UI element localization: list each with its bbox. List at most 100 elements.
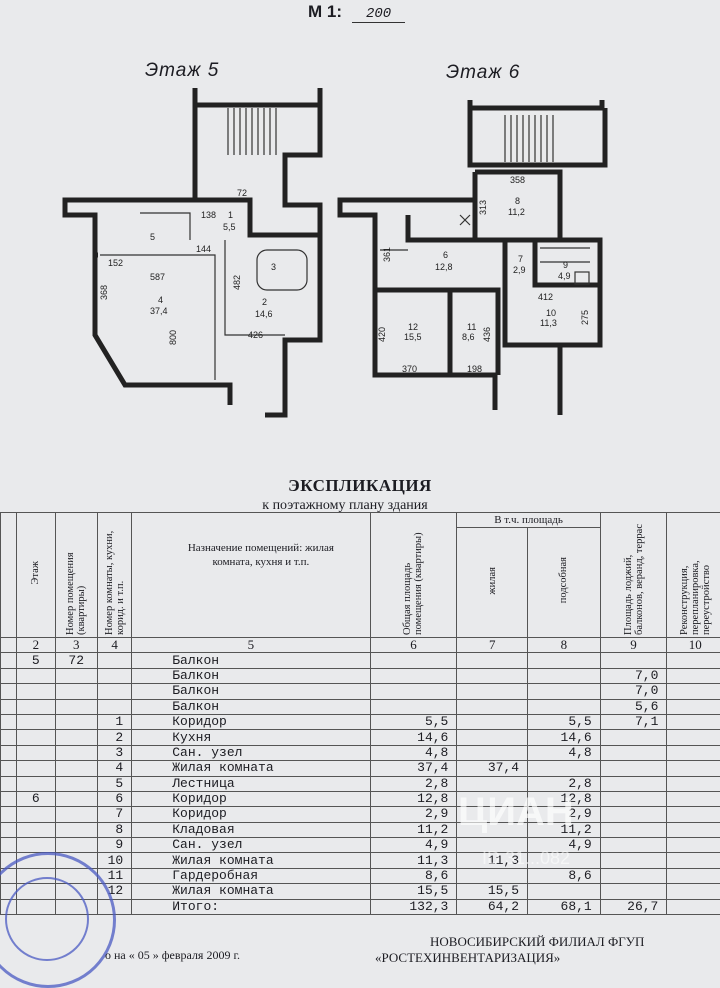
row-margin-cell xyxy=(1,822,17,837)
document-page: М 1:200 Этаж 5 Этаж 6 xyxy=(0,0,720,960)
cell-floor xyxy=(17,684,55,699)
plan-label: 7 xyxy=(518,254,523,264)
cell-total: 14,6 xyxy=(370,730,457,745)
cell-floor xyxy=(17,730,55,745)
cell-floor xyxy=(17,668,55,683)
cell-living xyxy=(457,714,528,729)
cell-room: 7 xyxy=(97,807,131,822)
col-number: 3 xyxy=(55,638,97,653)
cell-room xyxy=(97,684,131,699)
plan-label: 144 xyxy=(196,244,211,254)
cell-recon xyxy=(667,668,720,683)
cell-living: 64,2 xyxy=(457,899,528,914)
cell-loggia: 7,1 xyxy=(600,714,667,729)
plan-label: 587 xyxy=(150,272,165,282)
cell-total: 37,4 xyxy=(370,761,457,776)
cell-recon xyxy=(667,761,720,776)
cell-living xyxy=(457,668,528,683)
cell-loggia xyxy=(600,791,667,806)
col-header-purpose: Назначение помещений: жилая комната, кух… xyxy=(132,513,370,638)
cell-recon xyxy=(667,822,720,837)
cell-floor xyxy=(17,807,55,822)
explication-table: Этаж Номер помещения (квартиры) Номер ко… xyxy=(0,512,720,915)
cell-living xyxy=(457,745,528,760)
cell-room: 3 xyxy=(97,745,131,760)
plan-label: 11 xyxy=(467,322,476,332)
cell-living xyxy=(457,868,528,883)
col-number: 5 xyxy=(132,638,370,653)
cell-living: 37,4 xyxy=(457,761,528,776)
cell-total: 132,3 xyxy=(370,899,457,914)
cell-name: Балкон xyxy=(132,653,370,668)
plan-label: 6 xyxy=(443,250,448,260)
row-margin-cell xyxy=(1,791,17,806)
col-number: 2 xyxy=(17,638,55,653)
cell-aux: 4,8 xyxy=(528,745,601,760)
cell-aux xyxy=(528,699,601,714)
cell-total: 11,3 xyxy=(370,853,457,868)
plan-label: 15,5 xyxy=(404,332,422,342)
cell-apt xyxy=(55,668,97,683)
cell-room: 5 xyxy=(97,776,131,791)
cell-room: 4 xyxy=(97,761,131,776)
col-header-total: Общая площадь помещения (квартиры) xyxy=(370,513,457,638)
cell-loggia: 26,7 xyxy=(600,899,667,914)
plan-label: 1 xyxy=(228,210,233,220)
cell-loggia xyxy=(600,822,667,837)
row-margin-cell xyxy=(1,745,17,760)
col-header-aux: подсобная xyxy=(528,528,601,638)
cell-loggia xyxy=(600,868,667,883)
row-margin-cell xyxy=(1,699,17,714)
cell-floor: 5 xyxy=(17,653,55,668)
plan-label: 436 xyxy=(482,327,492,342)
cell-loggia: 7,0 xyxy=(600,684,667,699)
cell-aux xyxy=(528,668,601,683)
floor-plans: 72 138 1 5,5 5 144 152 587 4 37,4 368 80… xyxy=(0,0,720,470)
cell-floor xyxy=(17,745,55,760)
cell-apt xyxy=(55,822,97,837)
plan-label: 2,9 xyxy=(513,265,526,275)
col-header xyxy=(1,513,17,638)
cell-room xyxy=(97,668,131,683)
plan-label: 138 xyxy=(201,210,216,220)
col-header-incl: В т.ч. площадь xyxy=(457,513,600,528)
cell-loggia xyxy=(600,761,667,776)
plan-label: 5 xyxy=(150,232,155,242)
col-number: 4 xyxy=(97,638,131,653)
cell-living xyxy=(457,653,528,668)
cell-floor xyxy=(17,822,55,837)
cell-room: 10 xyxy=(97,853,131,868)
col-number: 6 xyxy=(370,638,457,653)
cell-room xyxy=(97,699,131,714)
col-number: 7 xyxy=(457,638,528,653)
cell-room: 1 xyxy=(97,714,131,729)
row-margin-cell xyxy=(1,807,17,822)
cell-recon xyxy=(667,853,720,868)
plan-label: 482 xyxy=(232,275,242,290)
plan-label: 8 xyxy=(515,196,520,206)
plan-label: 8,6 xyxy=(462,332,475,342)
row-margin-cell xyxy=(1,838,17,853)
cell-recon xyxy=(667,714,720,729)
cell-loggia xyxy=(600,730,667,745)
cell-aux xyxy=(528,653,601,668)
cell-total: 11,2 xyxy=(370,822,457,837)
plan-label: 5,5 xyxy=(223,222,236,232)
cell-floor xyxy=(17,761,55,776)
document-title: ЭКСПЛИКАЦИЯ xyxy=(0,476,720,496)
cell-total xyxy=(370,668,457,683)
cell-loggia: 7,0 xyxy=(600,668,667,683)
plan-label: 14,6 xyxy=(255,309,273,319)
cell-recon xyxy=(667,899,720,914)
cell-living xyxy=(457,730,528,745)
footer-organization-2: «РОСТЕХИНВЕНТАРИЗАЦИЯ» xyxy=(375,950,560,966)
plan-label: 10 xyxy=(546,308,556,318)
cell-total xyxy=(370,699,457,714)
cell-aux: 14,6 xyxy=(528,730,601,745)
